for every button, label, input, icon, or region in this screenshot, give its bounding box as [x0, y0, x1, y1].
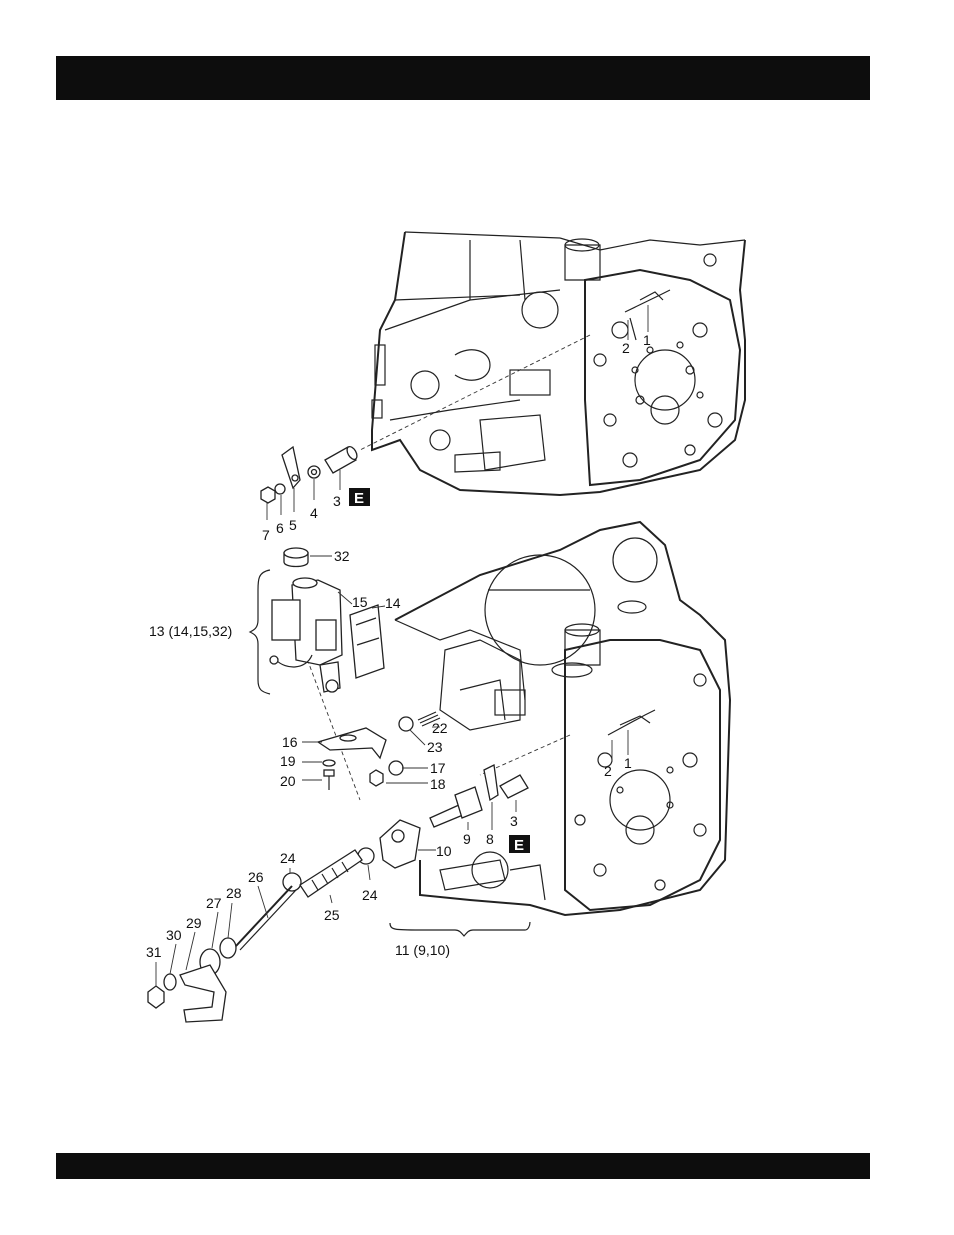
marker-e-upper: E: [354, 490, 364, 507]
callout-26: 26: [248, 869, 264, 885]
group-13-brace: [250, 570, 270, 694]
callout-8: 8: [486, 831, 494, 847]
callout-7: 7: [262, 527, 270, 543]
callout-14: 14: [385, 595, 401, 611]
callout-17: 17: [430, 760, 446, 776]
callout-3-lower: 3: [510, 813, 518, 829]
callout-5: 5: [289, 517, 297, 533]
marker-e-lower: E: [514, 837, 524, 854]
callout-13: 13 (14,15,32): [149, 623, 232, 639]
upper-small-parts: [261, 445, 359, 503]
callout-1-upper: 1: [643, 332, 651, 348]
callout-24-right: 24: [362, 887, 378, 903]
callout-11: 11 (9,10): [395, 942, 450, 958]
callout-29: 29: [186, 915, 202, 931]
callout-28: 28: [226, 885, 242, 901]
callout-9: 9: [463, 831, 471, 847]
callout-15: 15: [352, 594, 368, 610]
callout-31: 31: [146, 944, 162, 960]
callout-16: 16: [282, 734, 298, 750]
footer-bar: [56, 1153, 870, 1179]
callout-24-left: 24: [280, 850, 296, 866]
callout-4: 4: [310, 505, 318, 521]
callout-18: 18: [430, 776, 446, 792]
callout-19: 19: [280, 753, 296, 769]
group-11-brace: [390, 922, 530, 936]
callout-2-lower: 2: [604, 763, 612, 779]
upper-engine-block: [372, 232, 745, 495]
callout-32: 32: [334, 548, 350, 564]
callout-27: 27: [206, 895, 222, 911]
callout-3: 3: [333, 493, 341, 509]
callout-1-lower: 1: [624, 755, 632, 771]
callout-22: 22: [432, 720, 448, 736]
lower-small-parts: [148, 548, 528, 1022]
callout-30: 30: [166, 927, 182, 943]
callout-6: 6: [276, 520, 284, 536]
callout-23: 23: [427, 739, 443, 755]
upper-callouts: 7 6 5 4 3 E 2 1: [262, 305, 651, 543]
callout-10: 10: [436, 843, 452, 859]
callout-20: 20: [280, 773, 296, 789]
callout-25: 25: [324, 907, 340, 923]
callout-2-upper: 2: [622, 340, 630, 356]
